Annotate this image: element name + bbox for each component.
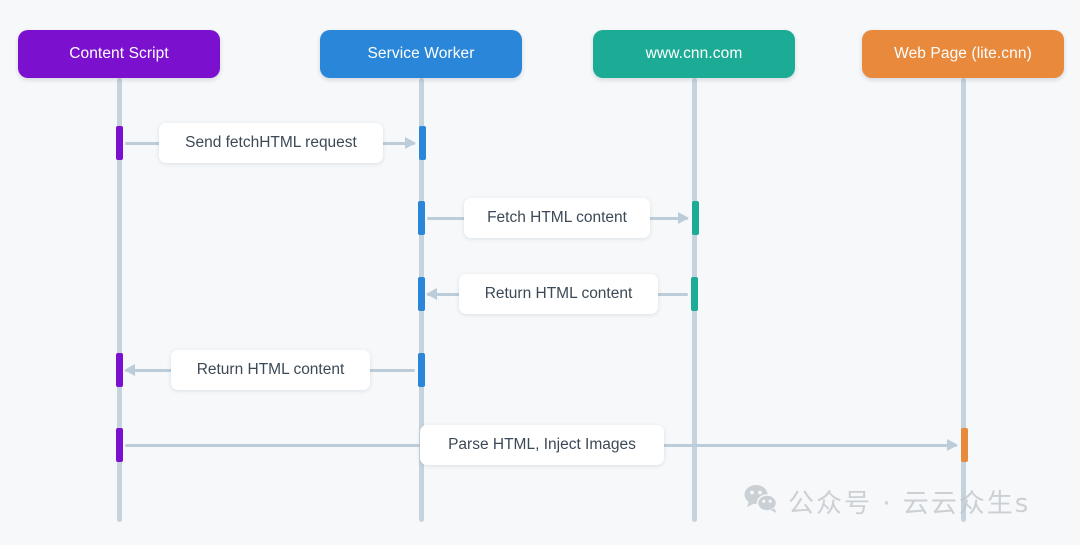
participant-label: www.cnn.com xyxy=(645,45,743,62)
arrowhead-fetch-html-content xyxy=(678,211,689,224)
watermark: 公众号 · 云云众生s xyxy=(744,483,1030,520)
message-label-return-html-content-cnn: Return HTML content xyxy=(459,274,658,314)
watermark-text: 公众号 · 云云众生s xyxy=(788,489,1031,519)
message-label-send-fetchhtml-request: Send fetchHTML request xyxy=(159,123,383,163)
activation-bar-content-script xyxy=(115,428,123,462)
arrowhead-return-html-content-sw xyxy=(124,363,135,376)
wechat-icon xyxy=(744,484,778,519)
participant-label: Web Page (lite.cnn) xyxy=(894,45,1032,62)
activation-bar-cnn xyxy=(690,277,698,311)
participant-web-page[interactable]: Web Page (lite.cnn) xyxy=(862,30,1064,78)
activation-bar-cnn xyxy=(691,201,699,235)
participant-service-worker[interactable]: Service Worker xyxy=(320,30,522,78)
activation-bar-content-script xyxy=(115,353,123,387)
message-label-fetch-html-content: Fetch HTML content xyxy=(464,198,650,238)
arrowhead-send-fetchhtml-request xyxy=(405,136,416,149)
message-label-parse-html-inject-images: Parse HTML, Inject Images xyxy=(420,425,664,465)
activation-bar-service-worker xyxy=(417,353,425,387)
participant-label: Content Script xyxy=(69,45,169,62)
arrowhead-return-html-content-cnn xyxy=(426,287,437,300)
activation-bar-service-worker xyxy=(418,126,426,160)
activation-bar-service-worker xyxy=(417,277,425,311)
participant-cnn[interactable]: www.cnn.com xyxy=(593,30,795,78)
lifeline-content-script xyxy=(117,78,122,522)
message-label-return-html-content-sw: Return HTML content xyxy=(171,350,370,390)
lifeline-web-page xyxy=(961,78,966,522)
activation-bar-web-page xyxy=(960,428,968,462)
participant-content-script[interactable]: Content Script xyxy=(18,30,220,78)
activation-bar-service-worker xyxy=(417,201,425,235)
arrowhead-parse-html-inject-images xyxy=(947,438,958,451)
participant-label: Service Worker xyxy=(367,45,475,62)
activation-bar-content-script xyxy=(115,126,123,160)
